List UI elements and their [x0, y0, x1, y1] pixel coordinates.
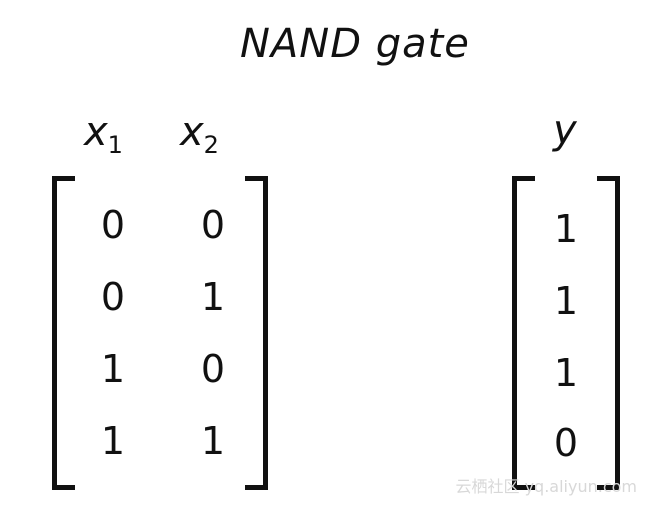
output-cell: 1: [553, 279, 579, 323]
input-matrix-left-bracket: [52, 176, 75, 490]
matrix-cell: 1: [100, 419, 126, 463]
input-matrix-right-bracket: [245, 176, 268, 490]
output-cell: 1: [553, 207, 579, 251]
output-vector-left-bracket: [512, 176, 535, 490]
matrix-cell: 0: [200, 347, 226, 391]
subscript-2: 2: [203, 131, 219, 159]
input-label-x2: x2: [180, 112, 219, 157]
var-x1: x: [84, 109, 108, 155]
output-cell: 0: [553, 421, 579, 465]
matrix-cell: 1: [200, 419, 226, 463]
output-vector-right-bracket: [597, 176, 620, 490]
output-cell: 1: [553, 351, 579, 395]
watermark: 云栖社区 yq.aliyun.com: [455, 477, 637, 496]
matrix-cell: 1: [100, 347, 126, 391]
matrix-cell: 1: [200, 275, 226, 319]
matrix-cell: 0: [200, 203, 226, 247]
var-x2: x: [180, 109, 204, 155]
subscript-1: 1: [107, 131, 123, 159]
input-label-x1: x1: [84, 112, 123, 157]
output-label-y: y: [553, 107, 577, 153]
matrix-cell: 0: [100, 275, 126, 319]
matrix-cell: 0: [100, 203, 126, 247]
diagram-title: NAND gate: [240, 21, 470, 67]
